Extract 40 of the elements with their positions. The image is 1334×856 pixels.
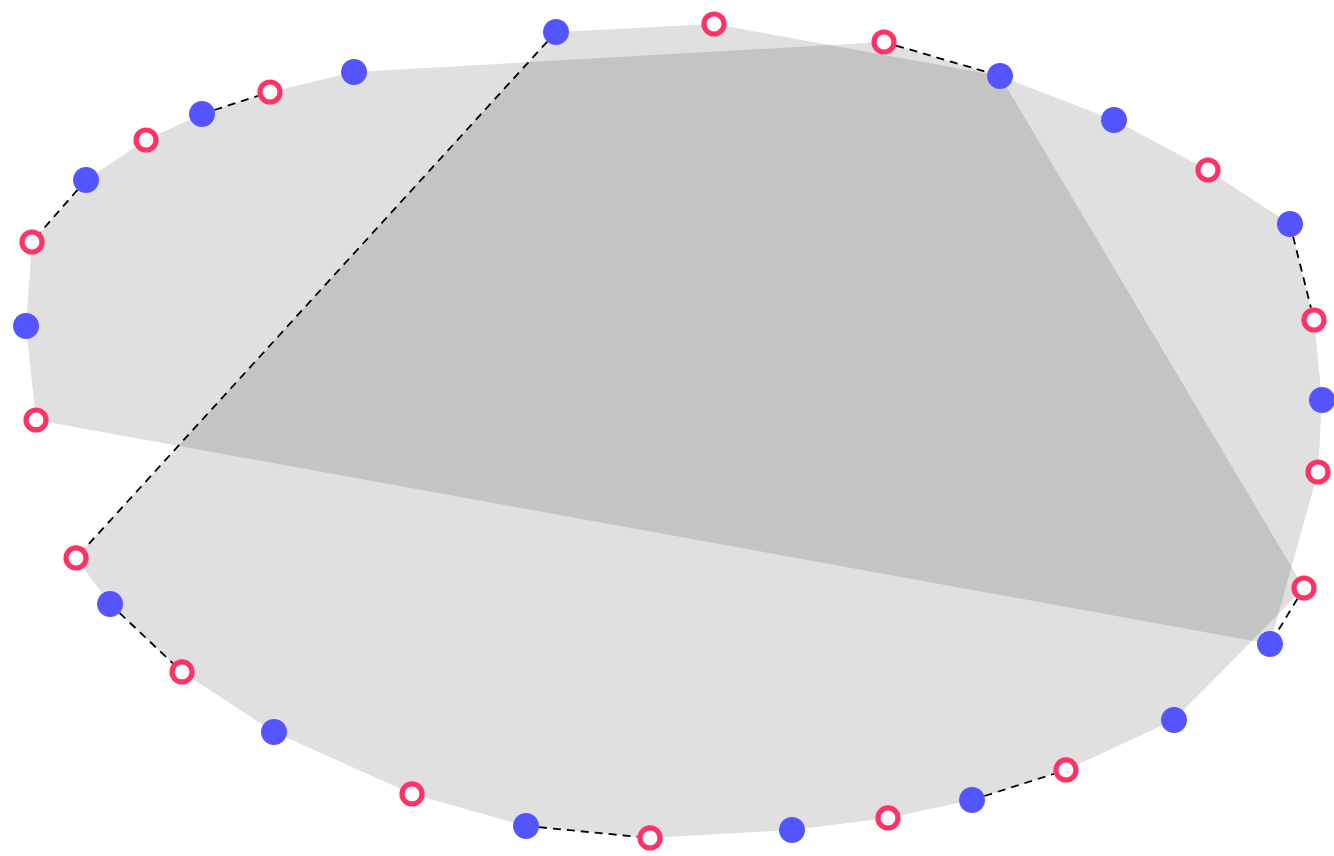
dashed-line: [983, 772, 1055, 797]
dashed-line: [1292, 235, 1312, 309]
hollow-dot: [399, 781, 425, 807]
filled-dot: [1277, 211, 1303, 237]
filled-dot: [13, 313, 39, 339]
filled-dot: [1101, 107, 1127, 133]
hollow-dot: [1053, 757, 1079, 783]
hollow-dot: [637, 825, 663, 851]
hollow-dot: [23, 407, 49, 433]
filled-dot: [959, 786, 985, 813]
hollow-dot: [1301, 307, 1327, 333]
dashed-line: [118, 612, 174, 665]
filled-dot: [189, 101, 215, 127]
hollow-dot: [1291, 575, 1317, 601]
filled-dot: [1257, 631, 1283, 657]
dashed-line: [538, 826, 639, 838]
hollow-dot: [875, 805, 901, 831]
filled-dot: [341, 59, 367, 85]
filled-dot: [543, 19, 569, 45]
hollow-dot: [19, 229, 45, 255]
filled-dot: [73, 167, 99, 193]
filled-dot: [97, 591, 123, 617]
dashed-line: [895, 44, 989, 74]
hollow-dot: [701, 11, 727, 37]
dashed-line: [83, 40, 549, 550]
filled-dot: [513, 812, 539, 839]
dashed-line: [39, 188, 79, 234]
hollow-dot: [1195, 157, 1221, 183]
filled-dot: [261, 718, 287, 745]
hollow-dot: [871, 29, 897, 55]
dashed-line: [213, 94, 259, 111]
filled-dot: [779, 816, 805, 843]
hollow-dot: [133, 127, 159, 153]
filled-dot: [987, 63, 1013, 89]
filled-dot: [1161, 706, 1187, 733]
hollow-dot: [257, 79, 283, 105]
hollow-dot: [63, 545, 89, 571]
hollow-dot: [1305, 459, 1331, 485]
hollow-dot: [169, 659, 195, 685]
dashed-line: [1275, 597, 1299, 634]
